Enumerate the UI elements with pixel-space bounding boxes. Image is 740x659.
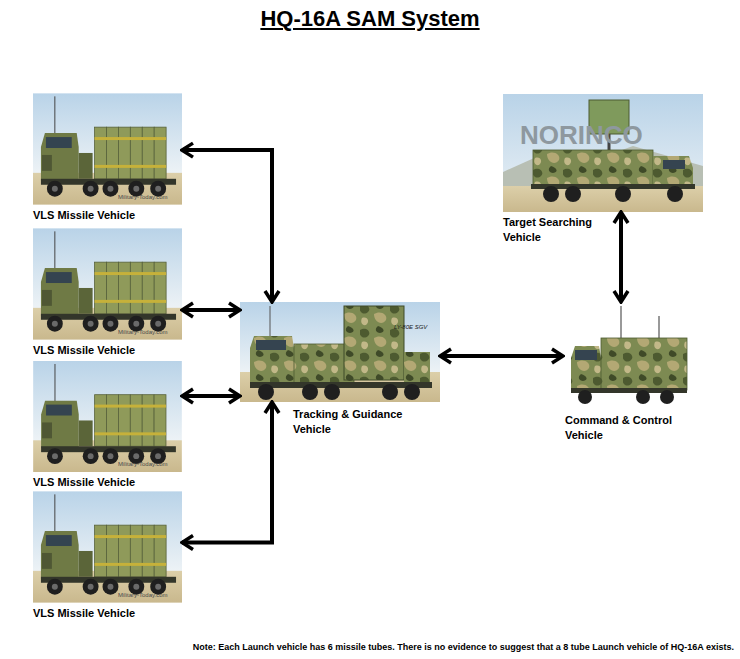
watermark-text: NORINCO [520, 120, 643, 151]
vehicle-caption: VLS Missile Vehicle [33, 606, 193, 621]
data-link-arrow [619, 212, 623, 302]
watermark-text: Military-Today.com [118, 194, 168, 200]
vehicle-node: VLS Missile Vehicle [33, 361, 182, 472]
vehicle-node: VLS Missile Vehicle [33, 93, 182, 205]
data-link-arrow [440, 354, 563, 358]
data-link-arrow [182, 402, 272, 543]
data-link-arrow [182, 150, 272, 302]
vehicle-node: Tracking & Guidance Vehicle [240, 302, 440, 402]
vehicle-node: Target Searching Vehicle [503, 94, 703, 212]
watermark-text: Military-Today.com [118, 329, 168, 335]
vehicle-node: Command & Control Vehicle [563, 302, 693, 410]
vehicle-caption: Command & Control Vehicle [565, 413, 700, 443]
note-text: Note: Each Launch vehicle has 6 missile … [193, 642, 734, 652]
watermark-text: Military-Today.com [118, 592, 168, 598]
vehicle-caption: Tracking & Guidance Vehicle [293, 407, 418, 437]
watermark-text: Military-Today.com [118, 461, 168, 467]
vehicle-caption: VLS Missile Vehicle [33, 475, 193, 490]
watermark-text: LY-80E SGV [394, 324, 427, 330]
data-link-arrow [182, 394, 240, 398]
vehicle-caption: Target Searching Vehicle [503, 215, 611, 245]
vehicle-node: VLS Missile Vehicle [33, 491, 182, 603]
vehicle-node: VLS Missile Vehicle [33, 228, 182, 340]
diagram-title: HQ-16A SAM System [0, 6, 740, 32]
vehicle-caption: VLS Missile Vehicle [33, 208, 193, 223]
vehicle-caption: VLS Missile Vehicle [33, 343, 193, 358]
data-link-arrow [182, 308, 240, 312]
